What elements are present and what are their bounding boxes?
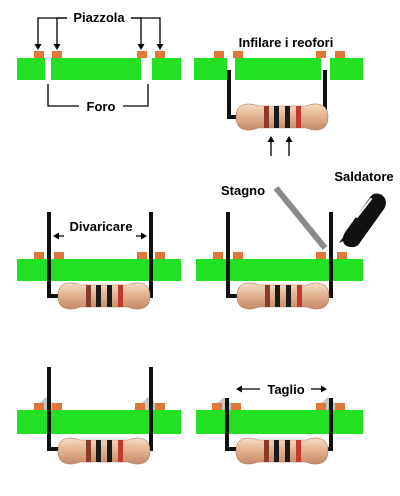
resistor (235, 437, 329, 465)
left-lead (47, 367, 62, 451)
pad (337, 252, 347, 259)
pad (316, 51, 326, 58)
pad (52, 403, 62, 410)
board (196, 410, 363, 434)
panel-soldered (17, 367, 181, 465)
pad (233, 51, 243, 58)
pad (137, 51, 147, 58)
soldering-iron-icon (339, 193, 386, 248)
resistor (57, 437, 151, 465)
arrow-head (236, 385, 242, 393)
pad (34, 403, 44, 410)
pad (137, 252, 147, 259)
board-segment (51, 58, 141, 80)
pad (335, 403, 345, 410)
pad (54, 252, 64, 259)
panel-insert-leads: Infilare i reofori (194, 35, 363, 156)
solder-wire-label: Stagno (221, 183, 265, 198)
solder-wire (273, 186, 328, 250)
pad (231, 403, 241, 410)
hole-line (47, 84, 79, 107)
cut-label: Taglio (267, 382, 304, 397)
board (17, 410, 181, 434)
pad (52, 51, 62, 58)
left-lead (225, 398, 240, 451)
insert-leads-label: Infilare i reofori (239, 35, 334, 50)
pad-arrows (37, 17, 161, 45)
board-segment (152, 58, 181, 80)
pad (155, 403, 165, 410)
spread-label: Divaricare (70, 219, 133, 234)
arrow-head (321, 385, 327, 393)
push-arrows (270, 141, 290, 156)
resistor (235, 103, 329, 131)
arrow-head (141, 232, 147, 240)
board (17, 259, 181, 281)
panel-board-pads: Piazzola Foro (17, 10, 181, 114)
panel-cut: Taglio (196, 382, 363, 465)
pad (214, 51, 224, 58)
pad (316, 403, 326, 410)
pad (212, 403, 222, 410)
arrow-head (285, 136, 293, 142)
board (196, 259, 363, 281)
soldering-iron-label: Saldatore (334, 169, 393, 184)
pad (155, 252, 165, 259)
pad (233, 252, 243, 259)
left-lead (226, 212, 241, 298)
pad (155, 51, 165, 58)
arrow-head (53, 232, 59, 240)
pad (213, 252, 223, 259)
pad (316, 252, 326, 259)
hole-line (123, 84, 149, 107)
pad (34, 51, 44, 58)
board-segment (17, 58, 45, 80)
arrow-head (267, 136, 275, 142)
resistor (236, 282, 330, 310)
resistor (57, 282, 151, 310)
pad-label: Piazzola (73, 10, 125, 25)
pad (135, 403, 145, 410)
pad (34, 252, 44, 259)
board-segment (330, 58, 363, 80)
board-segment (235, 58, 321, 80)
board-segment (194, 58, 227, 80)
left-lead (47, 212, 62, 298)
panel-spread-leads: Divaricare (17, 212, 181, 310)
hole-label: Foro (87, 99, 116, 114)
arrow-heads (34, 44, 164, 50)
pad (335, 51, 345, 58)
panel-soldering: Stagno Saldatore (196, 169, 394, 310)
